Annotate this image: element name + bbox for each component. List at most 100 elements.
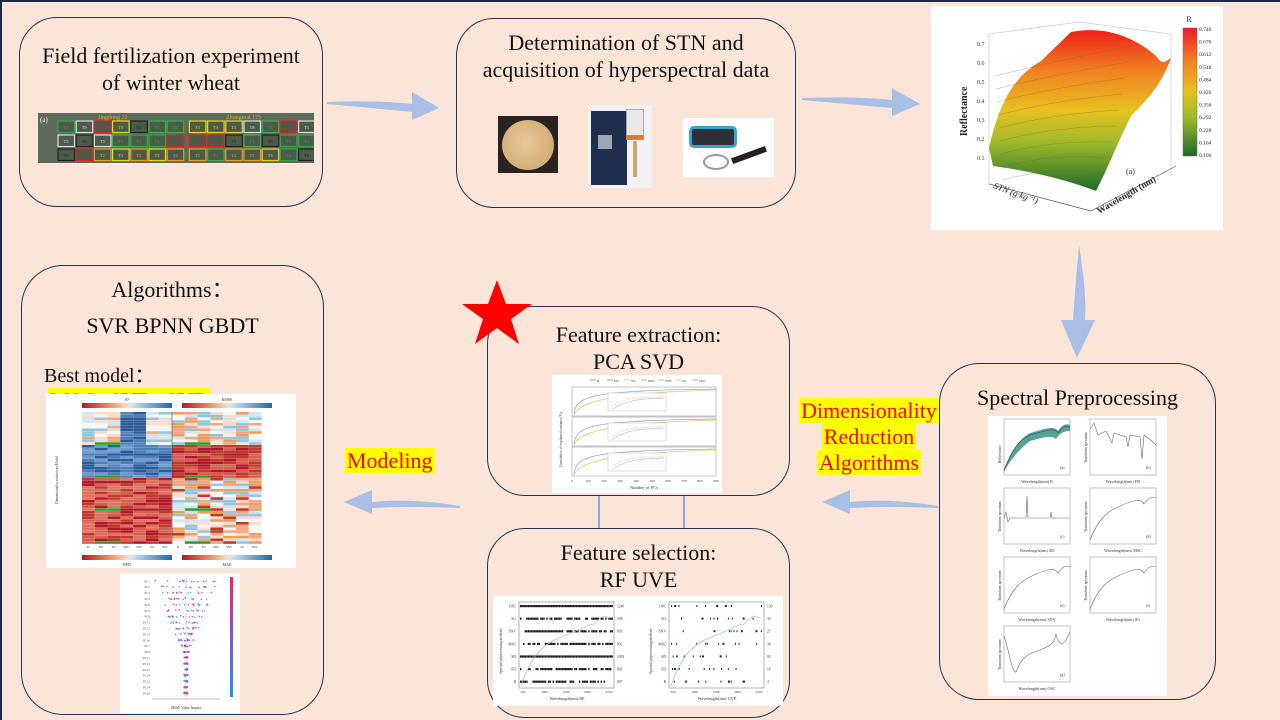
heatmap-cell [158,475,172,478]
selected-band [725,655,727,658]
heatmap-cell [94,475,108,478]
selected-band [575,655,578,658]
heatmap-cell [146,420,159,423]
selected-band [551,605,553,608]
shap-point [213,585,216,588]
shap-point [190,632,193,635]
selected-band [557,630,559,633]
heatmap-cell [146,491,159,495]
selected-band [523,642,525,645]
heatmap-cell [82,535,95,539]
heatmap-cell [107,500,121,503]
heatmap-cell [236,505,249,509]
heatmap-cell [120,447,134,451]
heatmap-cell [184,480,198,484]
selected-band [541,680,544,683]
shap-point [186,638,189,641]
heatmap-cell [107,467,121,470]
heatmap-cell [248,423,262,426]
heatmap-cell [94,467,108,470]
selected-band [575,642,578,645]
heatmap-cell [236,494,249,498]
heatmap-colorbar-title: RMSE [222,397,233,402]
heatmap-cell [107,516,121,520]
selected-band [728,630,730,633]
selected-band [568,655,570,658]
heatmap-colorbar [82,555,172,560]
heatmap-cell [94,464,108,467]
heatmap-cell [107,447,121,451]
selected-band [606,605,609,608]
selected-band [543,680,545,683]
heatmap-cell [133,527,146,531]
selected-band [557,655,559,658]
heatmap-col-label: SD [202,545,207,549]
heatmap-cell [146,497,159,500]
heatmap-cell [158,461,172,465]
selected-band [594,630,596,633]
heatmap-cell [120,442,134,445]
selected-band [526,617,528,620]
heatmap-cell [82,439,95,443]
shap-point [172,591,175,594]
heatmap-cell [223,412,236,415]
selected-band [558,630,561,633]
selected-band [592,642,595,645]
shap-point [176,591,178,594]
heatmap-cell [248,497,262,500]
heatmap-cell [107,436,121,440]
shap-point [171,615,173,617]
panel-frame [1003,487,1071,545]
y-axis-label: Reflectance [998,445,1002,463]
shap-point [173,598,176,601]
heatmap-cell [133,428,146,432]
plot-cell [93,134,112,148]
selected-band [566,605,568,608]
heatmap-cell [133,434,146,437]
shap-point [202,585,205,588]
selected-band [676,642,678,645]
heatmap-cell [82,436,95,440]
heatmap-cell [197,486,211,489]
heatmap-cell [197,423,211,426]
plot-cell [111,120,130,134]
spectral-preprocessing-title: Spectral Preprocessing [977,385,1178,410]
algorithms-title: Algorithms： [111,277,234,302]
selected-band [537,655,539,658]
heatmap-cell [197,511,211,514]
heatmap-cell [223,527,236,531]
heatmap-cell [94,453,108,456]
heatmap-cell [94,431,108,434]
plot-cell [261,148,280,162]
heatmap-cell [133,533,146,536]
heatmap-cell [172,431,185,434]
heatmap-cell [158,414,172,418]
z-tick: 0.6 [977,61,985,67]
heatmap-cell [223,533,236,536]
selected-band [535,630,537,633]
shap-point [186,639,189,642]
count-label: 907 [617,680,623,684]
plot-label: T4 [286,153,292,158]
shap-point [183,579,186,582]
plot-label: T4 [64,125,70,130]
heatmap-cell [248,428,262,432]
plot-label: T2 [231,153,236,158]
variety-label: Jingdong 22 [98,115,128,121]
heatmap-cell [236,472,249,476]
heatmap-col-label: SNV [226,545,233,549]
plot-label: T2 [250,153,255,158]
title-line: PCA SVD [592,349,685,374]
shap-feature-label: PC20 [143,691,150,695]
selected-band [697,680,699,683]
shap-feature-label: PC2 [145,585,151,589]
selected-band [578,680,581,683]
selected-band [530,617,533,620]
plot-label: T6 [64,153,70,158]
heatmap-cell [120,522,134,525]
z-tick: 0.3 [977,118,985,124]
heatmap-cell [197,425,211,429]
heatmap-cell [172,434,185,437]
plot-label: T1 [268,125,273,130]
